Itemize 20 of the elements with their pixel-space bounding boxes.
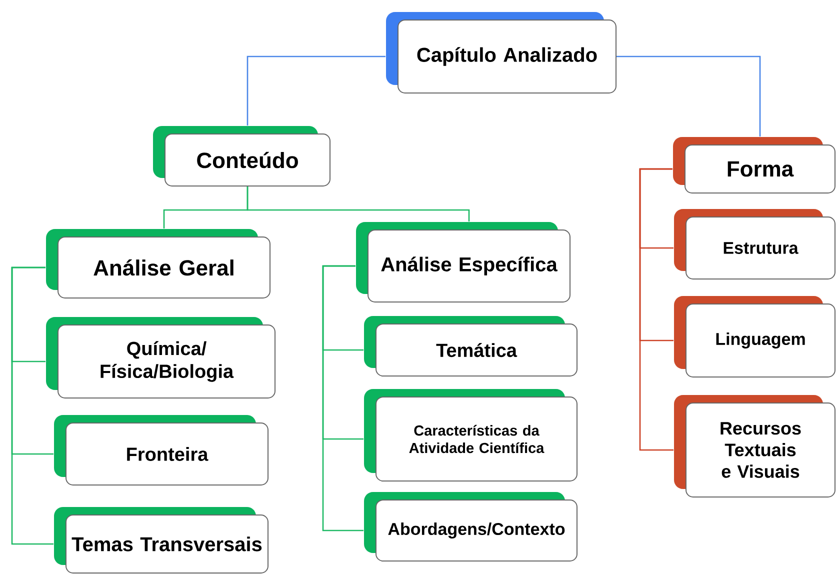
tabbed-box: Química/Física/Biologia <box>46 317 276 398</box>
connector-line <box>246 186 470 222</box>
connector-line <box>11 266 54 545</box>
tabbed-box: Temas Transversais <box>54 507 268 574</box>
tabbed-box: Linguagem <box>674 296 836 378</box>
tabbed-box: Análise Geral <box>46 229 270 298</box>
tabbed-box: Recursos Textuais e Visuais <box>674 395 836 498</box>
tabbed-box: Fronteira <box>54 415 268 486</box>
tabbed-box: Estrutura <box>674 209 836 280</box>
tabbed-box: Análise Específica <box>356 222 570 302</box>
tabbed-box: Forma <box>673 137 836 194</box>
connector-line <box>322 265 364 532</box>
connector-line <box>246 56 386 126</box>
connector-line <box>639 168 674 451</box>
tabbed-box: Capítulo Analizado <box>386 12 616 94</box>
tabbed-box: Características da Atividade Científica <box>364 389 578 482</box>
connector-line <box>616 56 761 136</box>
tabbed-box: Conteúdo <box>153 126 330 186</box>
tabbed-box: Temática <box>364 316 578 376</box>
tabbed-box: Abordagens/Contexto <box>364 492 578 562</box>
